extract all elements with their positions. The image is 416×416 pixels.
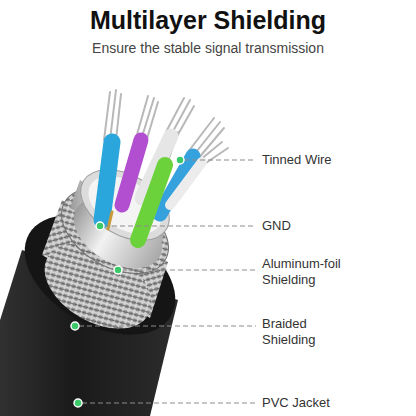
part-label: Aluminum-foil Shielding	[262, 256, 358, 288]
insulated-wires	[102, 136, 202, 240]
part-label: PVC Jacket	[262, 395, 358, 411]
part-label: Tinned Wire	[262, 152, 358, 168]
marker-dots	[71, 156, 184, 407]
leader-lines	[79, 160, 256, 403]
title: Multilayer Shielding	[0, 6, 416, 35]
part-label: GND	[262, 218, 358, 234]
part-label: Braided Shielding	[262, 316, 358, 348]
subtitle: Ensure the stable signal transmission	[0, 40, 416, 56]
